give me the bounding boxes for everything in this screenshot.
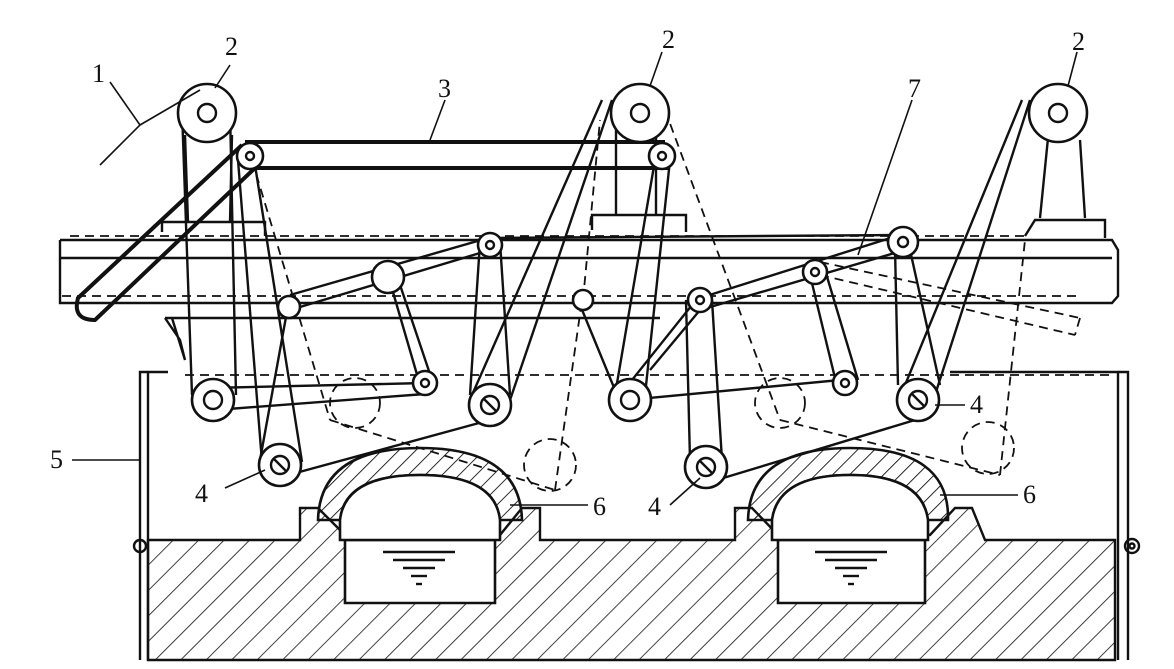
label-5: 5 [50,445,63,474]
dashed-circles [329,377,1015,492]
joints [235,141,920,397]
liquid-level-icon [383,550,455,586]
rollers [190,377,941,490]
part-labels: 1 2 2 2 3 7 5 4 4 4 6 6 [50,25,1085,521]
label-2-center: 2 [662,25,675,54]
housing-frame [132,370,1141,660]
liquid-level-icon [815,550,887,586]
label-1: 1 [92,59,105,88]
label-6-right: 6 [1023,480,1036,509]
label-4-right: 4 [970,390,983,419]
leader-lines [72,51,1078,506]
label-4-center: 4 [648,492,661,521]
belt-lines [180,99,1032,484]
dashed-lines [251,109,1081,491]
label-4-left: 4 [195,479,208,508]
label-7: 7 [908,74,921,103]
label-3: 3 [438,74,451,103]
label-6-left: 6 [593,492,606,521]
connecting-rod [74,140,668,323]
pulleys [176,82,1089,144]
label-2-right: 2 [1072,27,1085,56]
foundation [146,446,1117,662]
label-2-left: 2 [225,32,238,61]
